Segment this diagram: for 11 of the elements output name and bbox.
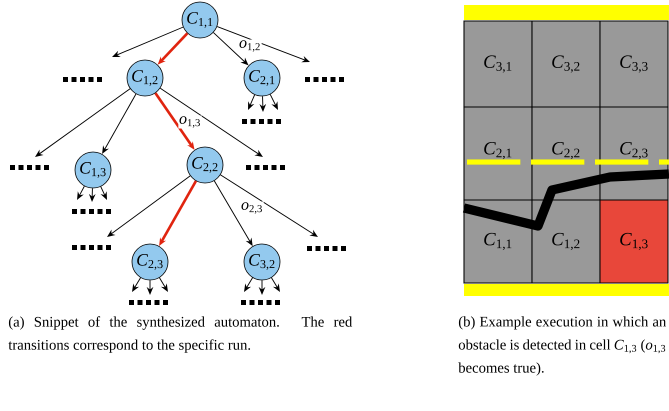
- caption: (a) Snippet of the synthesized automaton. The red transitions correspond to the specific run.: [8, 316, 352, 353]
- caption: (b) Example execution in which an obstacle is detected in cell C$_{1,3}$ (o$_{1,3}$ becomes true).: [458, 316, 666, 376]
- grid-cell: C$_{1,3}$: [599, 199, 669, 284]
- edge-label: o$_{1,2}$: [238, 40, 262, 52]
- grid-cell: C$_{3,2}$: [531, 20, 601, 108]
- grid-cell: C$_{2,1}$: [463, 106, 533, 201]
- edge-label: o$_{1,3}$: [178, 116, 202, 128]
- grid-cell: C$_{3,3}$: [599, 20, 669, 108]
- grid-cell: C$_{3,1}$: [463, 20, 533, 108]
- edge-label: o$_{2,3}$: [240, 202, 264, 214]
- grid-cell: C$_{1,2}$: [531, 199, 601, 284]
